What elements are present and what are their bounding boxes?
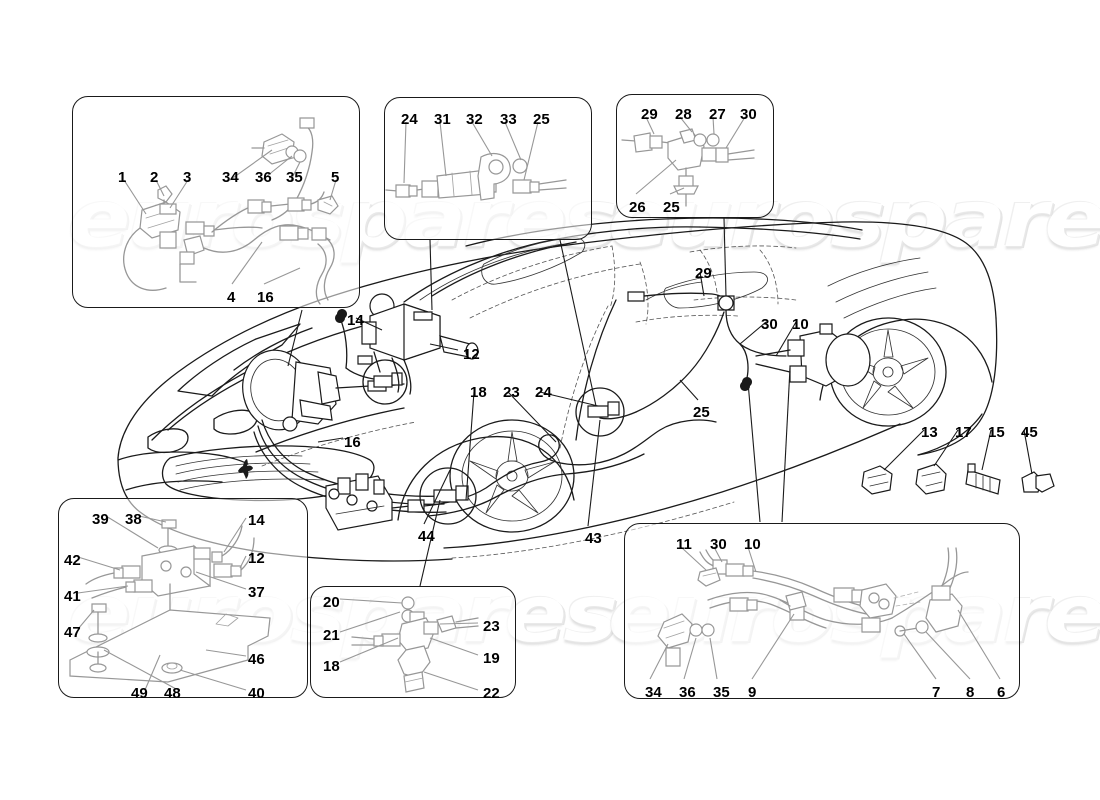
callout-number-23: 23 (483, 618, 500, 635)
panel-brake-pressure-regulator (310, 586, 516, 698)
callout-number-29: 29 (695, 265, 712, 282)
callout-number-35: 35 (713, 684, 730, 701)
callout-number-30: 30 (740, 106, 757, 123)
callout-number-44: 44 (418, 528, 435, 545)
callout-number-46: 46 (248, 651, 265, 668)
callout-number-32: 32 (466, 111, 483, 128)
callout-number-1: 1 (118, 169, 127, 186)
callout-number-29: 29 (641, 106, 658, 123)
callout-number-23: 23 (503, 384, 520, 401)
callout-number-37: 37 (248, 584, 265, 601)
panel-three-way-union (616, 94, 774, 218)
callout-number-24: 24 (401, 111, 418, 128)
callout-number-14: 14 (248, 512, 265, 529)
callout-number-42: 42 (64, 552, 81, 569)
callout-number-10: 10 (792, 316, 809, 333)
callout-number-12: 12 (248, 550, 265, 567)
callout-number-45: 45 (1021, 424, 1038, 441)
callout-number-40: 40 (248, 685, 265, 702)
callout-number-34: 34 (645, 684, 662, 701)
callout-number-30: 30 (710, 536, 727, 553)
callout-number-49: 49 (131, 685, 148, 702)
callout-number-48: 48 (164, 685, 181, 702)
master-cylinder-on-car (357, 293, 479, 395)
callout-number-35: 35 (286, 169, 303, 186)
callout-number-4: 4 (227, 289, 236, 306)
callout-number-5: 5 (331, 169, 340, 186)
pipe-clips-row (861, 463, 1055, 495)
callout-number-22: 22 (483, 685, 500, 702)
callout-number-3: 3 (183, 169, 192, 186)
callout-number-18: 18 (323, 658, 340, 675)
callout-number-41: 41 (64, 588, 81, 605)
callout-number-30: 30 (761, 316, 778, 333)
callout-number-47: 47 (64, 624, 81, 641)
callout-number-27: 27 (709, 106, 726, 123)
callout-number-16: 16 (344, 434, 361, 451)
callout-number-14: 14 (347, 312, 364, 329)
callout-number-8: 8 (966, 684, 975, 701)
callout-number-7: 7 (932, 684, 941, 701)
panel-brake-master-cylinder-hoses (72, 96, 360, 308)
callout-number-2: 2 (150, 169, 159, 186)
callout-number-39: 39 (92, 511, 109, 528)
rear-brake-pipes-on-car (599, 291, 871, 420)
panel-rear-brake-hose (624, 523, 1020, 699)
callout-number-13: 13 (921, 424, 938, 441)
callout-number-20: 20 (323, 594, 340, 611)
callout-number-28: 28 (675, 106, 692, 123)
callout-number-25: 25 (663, 199, 680, 216)
panel-brake-pipe-union (384, 97, 592, 240)
callout-number-24: 24 (535, 384, 552, 401)
callout-number-18: 18 (470, 384, 487, 401)
callout-number-12: 12 (463, 346, 480, 363)
callout-number-38: 38 (125, 511, 142, 528)
front-brake-assembly-on-car (242, 309, 447, 513)
callout-number-25: 25 (533, 111, 550, 128)
callout-number-17: 17 (955, 424, 972, 441)
callout-number-16: 16 (257, 289, 274, 306)
callout-number-36: 36 (255, 169, 272, 186)
callout-number-26: 26 (629, 199, 646, 216)
callout-number-25: 25 (693, 404, 710, 421)
callout-number-19: 19 (483, 650, 500, 667)
callout-number-9: 9 (748, 684, 757, 701)
callout-number-34: 34 (222, 169, 239, 186)
callout-number-10: 10 (744, 536, 761, 553)
callout-number-21: 21 (323, 627, 340, 644)
callout-number-11: 11 (676, 536, 692, 553)
callout-number-6: 6 (997, 684, 1006, 701)
callout-number-36: 36 (679, 684, 696, 701)
abs-hydraulic-unit-on-car (325, 473, 425, 531)
callout-number-15: 15 (988, 424, 1005, 441)
panel-abs-control-unit-bracket (58, 498, 308, 698)
callout-number-33: 33 (500, 111, 517, 128)
callout-number-43: 43 (585, 530, 602, 547)
central-brake-pipe-run (362, 359, 717, 525)
callout-number-31: 31 (434, 111, 451, 128)
